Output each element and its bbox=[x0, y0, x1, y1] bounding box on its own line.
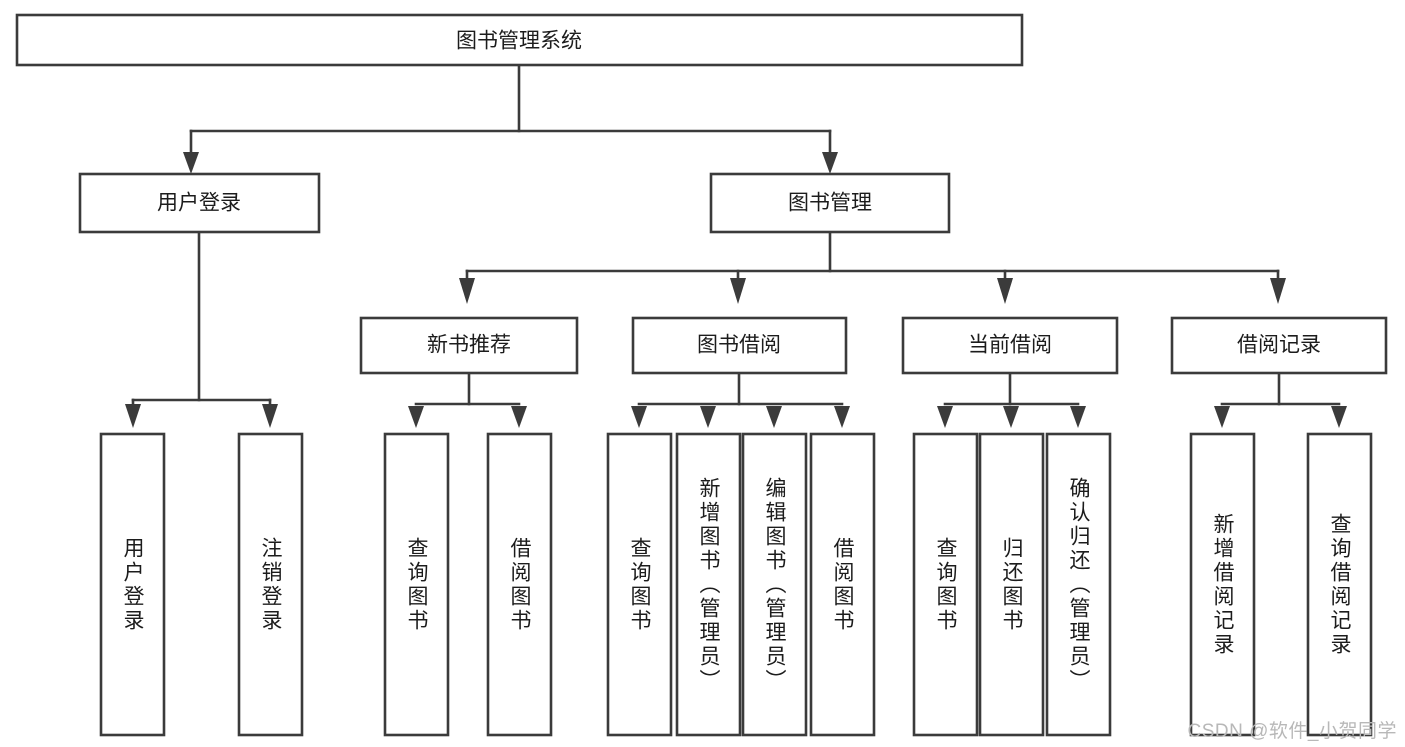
arrow-bookmgmt-to-currentborrow bbox=[997, 278, 1013, 304]
leaf-box-new-book-1[interactable] bbox=[383, 432, 450, 737]
node-book-management-label: 图书管理 bbox=[788, 192, 872, 215]
arrow-currentborrow-leaf-2 bbox=[1003, 406, 1019, 428]
connector-group-root bbox=[183, 63, 838, 174]
leaf-box-user-login-1[interactable] bbox=[99, 432, 166, 737]
arrow-borrowrecord-leaf-1 bbox=[1214, 406, 1230, 428]
node-book-management[interactable]: 图书管理 bbox=[709, 172, 951, 234]
leaf-label-book-borrow-4: 借阅图书 bbox=[831, 536, 854, 633]
leaf-box-book-borrow-1[interactable] bbox=[606, 432, 673, 737]
leaf-box-current-borrow-2[interactable] bbox=[978, 432, 1045, 737]
leaf-label-borrow-record-1: 新增借阅记录 bbox=[1211, 512, 1234, 657]
leaf-box-book-borrow-3[interactable] bbox=[741, 432, 808, 737]
connector-group-bookmgmt bbox=[459, 230, 1286, 304]
arrow-bookmgmt-to-bookborrow bbox=[730, 278, 746, 304]
leaf-label-borrow-record-2: 查询借阅记录 bbox=[1328, 512, 1351, 657]
arrow-currentborrow-leaf-3 bbox=[1070, 406, 1086, 428]
leaf-box-current-borrow-1[interactable] bbox=[912, 432, 979, 737]
leaf-box-book-borrow-4[interactable] bbox=[809, 432, 876, 737]
connector-group-newbook bbox=[408, 371, 527, 428]
node-new-book-recommend-box[interactable] bbox=[359, 316, 579, 375]
leaf-label-book-borrow-2: 新增图书（管理员） bbox=[697, 476, 720, 693]
node-borrow-record-box[interactable] bbox=[1170, 316, 1388, 375]
node-book-management-box[interactable] bbox=[709, 172, 951, 234]
arrow-root-to-bookmgmt bbox=[822, 152, 838, 174]
leaf-label-user-login-2: 注销登录 bbox=[259, 536, 282, 633]
arrow-borrowrecord-leaf-2 bbox=[1331, 406, 1347, 428]
connector-group-bookborrow bbox=[631, 371, 850, 428]
leaf-label-book-borrow-3: 编辑图书（管理员） bbox=[763, 476, 786, 693]
leaf-label-current-borrow-3: 确认归还（管理员） bbox=[1067, 476, 1090, 693]
leaf-box-borrow-record-1[interactable] bbox=[1189, 432, 1256, 737]
node-borrow-record-label: 借阅记录 bbox=[1237, 334, 1321, 357]
arrow-bookborrow-leaf-3 bbox=[766, 406, 782, 428]
node-current-borrow-box[interactable] bbox=[901, 316, 1119, 375]
node-borrow-record[interactable]: 借阅记录 bbox=[1170, 316, 1388, 375]
node-root[interactable]: 图书管理系统 bbox=[15, 13, 1024, 67]
connector-group-currentborrow bbox=[937, 371, 1086, 428]
leaf-box-user-login-2[interactable] bbox=[237, 432, 304, 737]
leaf-box-book-borrow-2[interactable] bbox=[675, 432, 742, 737]
leaf-label-book-borrow-1: 查询图书 bbox=[628, 536, 651, 633]
arrow-newbook-leaf-2 bbox=[511, 406, 527, 428]
node-user-login-box[interactable] bbox=[78, 172, 321, 234]
csdn-watermark: CSDN @软件_小贺同学 bbox=[1187, 721, 1397, 742]
arrow-root-to-userlogin bbox=[183, 152, 199, 174]
arrow-bookborrow-leaf-4 bbox=[834, 406, 850, 428]
node-new-book-recommend-label: 新书推荐 bbox=[427, 334, 511, 357]
leaf-label-new-book-1: 查询图书 bbox=[405, 536, 428, 633]
connector-group-userlogin bbox=[125, 230, 278, 428]
arrow-currentborrow-leaf-1 bbox=[937, 406, 953, 428]
connector-group-borrowrecord bbox=[1214, 371, 1347, 428]
node-book-borrow[interactable]: 图书借阅 bbox=[631, 316, 848, 375]
leaf-box-borrow-record-2[interactable] bbox=[1306, 432, 1373, 737]
arrow-bookborrow-leaf-1 bbox=[631, 406, 647, 428]
arrow-bookborrow-leaf-2 bbox=[700, 406, 716, 428]
node-current-borrow-label: 当前借阅 bbox=[968, 334, 1052, 357]
node-root-label: 图书管理系统 bbox=[456, 30, 582, 53]
node-user-login[interactable]: 用户登录 bbox=[78, 172, 321, 234]
node-new-book-recommend[interactable]: 新书推荐 bbox=[359, 316, 579, 375]
arrow-newbook-leaf-1 bbox=[408, 406, 424, 428]
leaf-label-current-borrow-2: 归还图书 bbox=[1000, 536, 1023, 633]
node-current-borrow[interactable]: 当前借阅 bbox=[901, 316, 1119, 375]
arrow-bookmgmt-to-borrowrecord bbox=[1270, 278, 1286, 304]
leaf-label-current-borrow-1: 查询图书 bbox=[934, 536, 957, 633]
node-book-borrow-box[interactable] bbox=[631, 316, 848, 375]
arrow-userlogin-leaf-2 bbox=[262, 404, 278, 428]
arrow-userlogin-leaf-1 bbox=[125, 404, 141, 428]
leaf-label-user-login-1: 用户登录 bbox=[121, 536, 144, 633]
node-user-login-label: 用户登录 bbox=[157, 192, 241, 215]
node-root-box[interactable] bbox=[15, 13, 1024, 67]
leaf-label-new-book-2: 借阅图书 bbox=[508, 536, 531, 633]
arrow-bookmgmt-to-newbook bbox=[459, 278, 475, 304]
leaf-box-new-book-2[interactable] bbox=[486, 432, 553, 737]
leaf-box-current-borrow-3[interactable] bbox=[1045, 432, 1112, 737]
node-book-borrow-label: 图书借阅 bbox=[697, 334, 781, 357]
